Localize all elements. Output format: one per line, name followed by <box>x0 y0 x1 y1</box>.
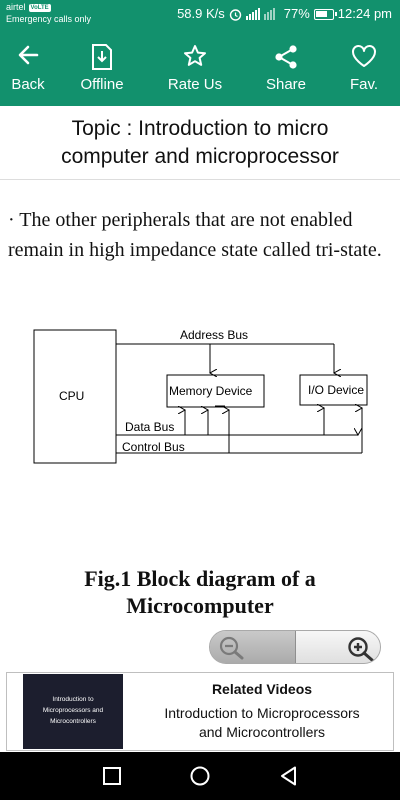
battery-percent: 77% <box>283 6 310 21</box>
related-title: Related Videos <box>211 681 313 697</box>
related-description: Introduction to Microprocessors and Micr… <box>131 704 393 742</box>
offline-button[interactable]: Offline <box>72 28 132 106</box>
topic-title: Topic : Introduction to micro computer a… <box>0 106 400 180</box>
zoom-divider <box>295 631 296 663</box>
cpu-label: CPU <box>59 389 84 403</box>
related-videos-card[interactable]: Introduction to Microprocessors and Micr… <box>6 672 394 751</box>
control-bus-label: Control Bus <box>122 440 185 454</box>
recents-icon[interactable] <box>100 764 124 788</box>
thumb-line-2: Microprocessors and <box>42 707 104 714</box>
zoom-in-icon <box>348 637 374 662</box>
download-file-icon <box>92 44 112 70</box>
system-nav-bar <box>0 752 400 800</box>
zoom-out-button[interactable] <box>210 631 295 663</box>
heart-icon <box>352 45 376 67</box>
thumb-line-1: Introduction to <box>52 696 94 703</box>
content-paragraph: · The other peripherals that are not ena… <box>8 209 382 261</box>
network-speed: 58.9 K/s <box>177 6 225 21</box>
rate-us-button[interactable]: Rate Us <box>160 28 230 106</box>
share-button[interactable]: Share <box>256 28 316 106</box>
caption-line-2: Microcomputer <box>126 593 274 618</box>
arrow-left-icon <box>18 45 39 65</box>
favorite-label: Fav. <box>349 76 379 93</box>
star-icon <box>184 45 206 66</box>
thumb-line-3: Microcontrollers <box>50 718 96 725</box>
zoom-control <box>209 630 381 664</box>
figure-caption: Fig.1 Block diagram of a Microcomputer <box>0 565 400 619</box>
battery-level <box>315 10 328 17</box>
zoom-in-button[interactable] <box>296 631 380 663</box>
alarm-icon <box>229 8 241 21</box>
signal-icon <box>245 8 275 20</box>
back-nav-icon[interactable] <box>277 764 301 788</box>
volte-badge: VoLTE <box>28 4 51 12</box>
topic-line-1: Topic : Introduction to micro <box>71 117 329 140</box>
favorite-button[interactable]: Fav. <box>340 28 388 106</box>
zoom-out-icon <box>219 636 244 660</box>
status-right: 58.9 K/s 77% 12:24 pm <box>177 6 392 22</box>
clock: 12:24 pm <box>337 6 392 21</box>
offline-label: Offline <box>80 76 124 93</box>
rate-us-label: Rate Us <box>167 76 223 93</box>
share-icon <box>275 45 297 69</box>
back-label: Back <box>11 76 45 93</box>
io-label: I/O Device <box>308 383 364 397</box>
block-diagram: CPU Memory Device I/O Device Address Bus… <box>33 328 368 464</box>
battery-icon <box>313 8 337 20</box>
back-button[interactable]: Back <box>0 28 56 106</box>
home-icon[interactable] <box>188 764 212 788</box>
cpu-box <box>33 329 117 464</box>
emergency-text: Emergency calls only <box>6 14 92 24</box>
top-toolbar: Back Offline Rate Us Share Fav. <box>0 28 400 106</box>
address-bus-label: Address Bus <box>180 328 248 342</box>
caption-line-1: Fig.1 Block diagram of a <box>84 566 316 591</box>
related-desc-line-1: Introduction to Microprocessors <box>164 705 360 721</box>
video-thumbnail[interactable]: Introduction to Microprocessors and Micr… <box>23 674 123 749</box>
share-label: Share <box>265 76 307 93</box>
topic-line-2: computer and microprocessor <box>61 145 339 168</box>
related-desc-line-2: and Microcontrollers <box>198 724 326 740</box>
data-bus-label: Data Bus <box>125 420 174 434</box>
memory-label: Memory Device <box>169 384 253 398</box>
